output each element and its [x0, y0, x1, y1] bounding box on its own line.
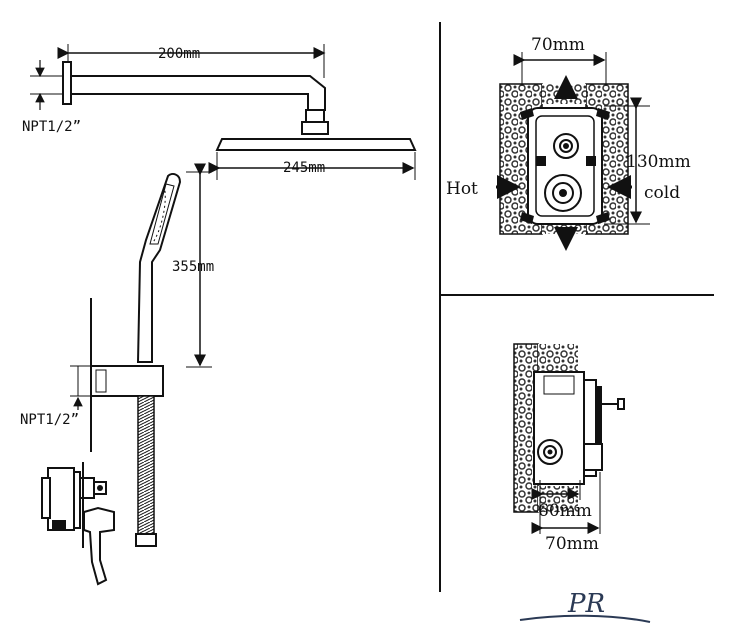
depth-inner-label: 60mm [538, 501, 592, 521]
depth-outer-label: 70mm [545, 534, 599, 554]
box-width-top-label: 70mm [531, 35, 585, 55]
handheld-length-label: 355mm [172, 259, 214, 275]
box-height-label: 130mm [626, 152, 691, 172]
arm-length-label: 200mm [158, 46, 200, 62]
holder-thread-label: NPT1/2” [20, 412, 79, 428]
hot-label: Hot [446, 179, 478, 199]
logo-text: PR [567, 589, 605, 619]
cold-label: cold [644, 183, 680, 203]
rough-in-front-view [499, 83, 629, 235]
shower-hose [137, 395, 155, 537]
rough-in-side-view [513, 343, 625, 513]
arm-thread-label: NPT1/2” [22, 119, 81, 135]
mixing-valve [41, 462, 115, 586]
shower-arm-assembly [62, 61, 417, 151]
wall-holder [90, 298, 164, 452]
head-width-label: 245mm [283, 160, 325, 176]
logo-pr-icon: PR [519, 589, 651, 623]
handheld-shower [136, 173, 182, 363]
